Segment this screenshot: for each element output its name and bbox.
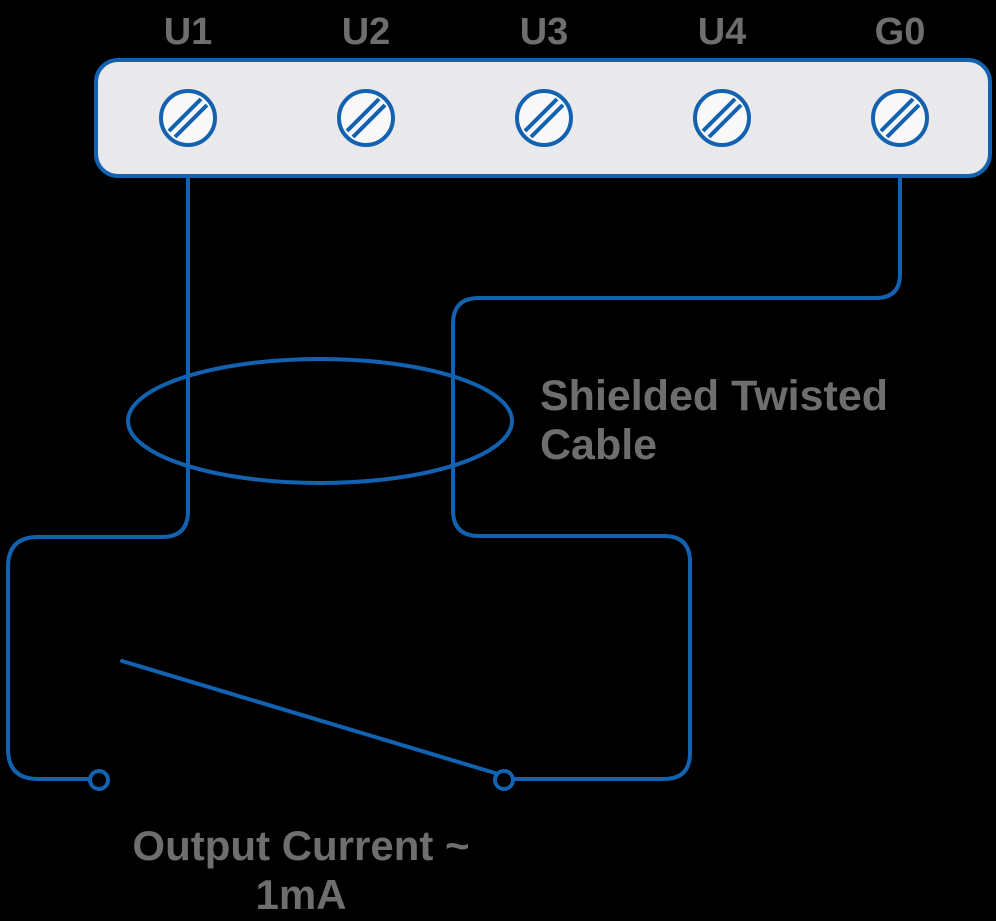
output-label-line1: Output Current ~ (132, 822, 469, 869)
output-label-line2: 1mA (255, 871, 346, 918)
switch-lever (120, 659, 497, 775)
screw-slot-icon (345, 97, 387, 139)
screw-terminal-u1 (159, 89, 217, 147)
screw-terminal-u2 (337, 89, 395, 147)
screw-head-icon (337, 89, 395, 147)
cable-label-line2: Cable (540, 421, 657, 469)
terminal-label-g0: G0 (875, 11, 926, 53)
screw-slot-icon (701, 97, 743, 139)
screw-terminal-u4 (693, 89, 751, 147)
screw-slot-icon (167, 97, 209, 139)
terminal-label-u4: U4 (698, 11, 747, 53)
screw-head-icon (693, 89, 751, 147)
cable-shield-ellipse (126, 357, 514, 485)
cable-label-line1: Shielded Twisted (540, 372, 888, 420)
switch-contact-right (493, 769, 515, 791)
terminal-label-u2: U2 (342, 11, 391, 53)
screw-head-icon (159, 89, 217, 147)
screw-head-icon (871, 89, 929, 147)
screw-terminal-u3 (515, 89, 573, 147)
screw-head-icon (515, 89, 573, 147)
screw-slot-icon (523, 97, 565, 139)
screw-slot-icon (879, 97, 921, 139)
terminal-label-u3: U3 (520, 11, 569, 53)
wire-g0 (451, 174, 902, 781)
terminal-label-u1: U1 (164, 11, 213, 53)
wire-u1 (6, 174, 190, 781)
switch-contact-left (88, 769, 110, 791)
screw-terminal-g0 (871, 89, 929, 147)
